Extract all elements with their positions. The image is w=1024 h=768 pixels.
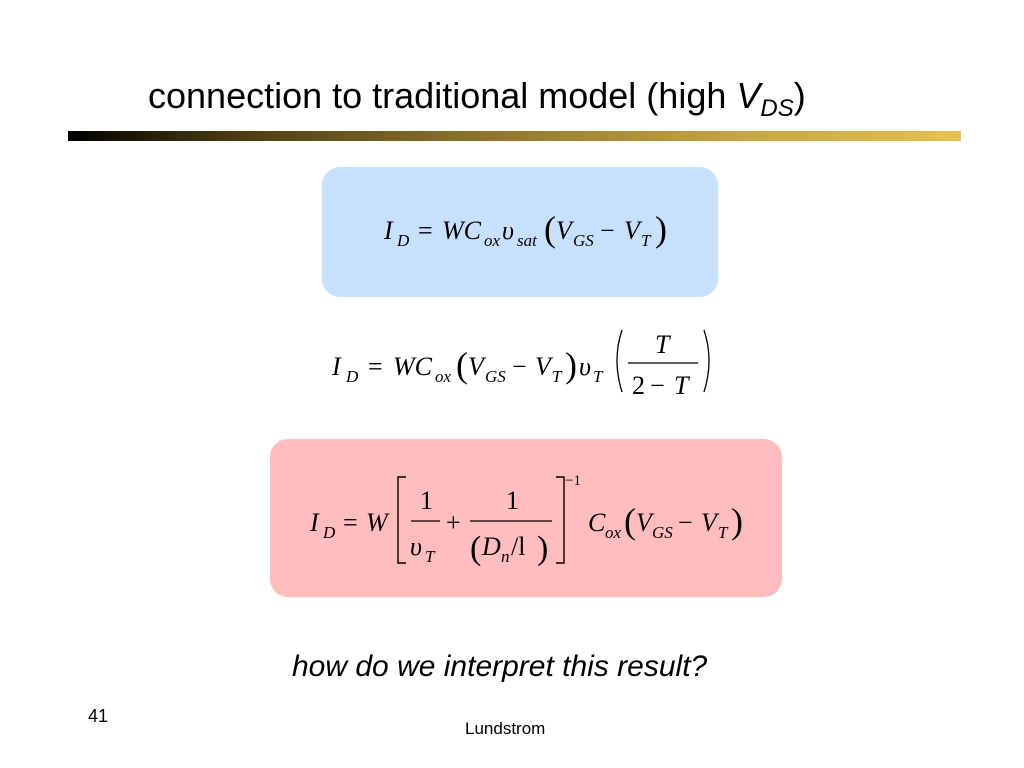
eq1-T: T — [641, 231, 652, 250]
eq3-Tsub: T — [425, 547, 436, 566]
eq3-V2: V — [701, 508, 720, 537]
eq2-GS: GS — [485, 367, 506, 386]
eq1-right-paren: ) — [655, 209, 667, 249]
eq3-T: T — [718, 523, 729, 542]
eq1-equals: = — [418, 216, 433, 245]
question-text: how do we interpret this result? — [292, 650, 708, 683]
eq2-Tsub: T — [593, 367, 604, 386]
eq3-minus: − — [678, 508, 693, 537]
eq2-left-paren: ( — [456, 345, 468, 385]
eq2-WC: WC — [393, 352, 433, 381]
eq1-GS: GS — [573, 231, 594, 250]
eq3-right-paren: ) — [731, 501, 743, 541]
eq1-left-paren: ( — [544, 209, 556, 249]
eq3-I: I — [309, 508, 320, 537]
eq3-left-bracket — [397, 476, 406, 564]
eq2-I: I — [331, 352, 342, 381]
eq3-slash-l: /l — [511, 532, 525, 561]
eq3-ox: ox — [605, 523, 622, 542]
eq3-one-b: 1 — [506, 486, 519, 515]
eq3-exponent: −1 — [565, 473, 581, 489]
author-footer: Lundstrom — [465, 719, 546, 738]
eq3-equals: = — [343, 508, 358, 537]
eq2-right-paren: ) — [565, 345, 577, 385]
eq1-upsilon: υ — [502, 216, 514, 245]
eq1-D: D — [396, 231, 410, 250]
eq3-plus: + — [446, 508, 461, 537]
eq3-one-a: 1 — [420, 486, 433, 515]
eq2-den-two: 2 — [632, 371, 645, 400]
eq3-inner-right-paren: ) — [537, 530, 548, 567]
eq2-big-right-paren — [703, 329, 710, 393]
eq2-minus: − — [512, 352, 527, 381]
eq1-V2: V — [624, 216, 643, 245]
eq2-V1: V — [468, 352, 487, 381]
equation-box-pink — [270, 439, 782, 597]
title-ds-subscript: DS — [760, 95, 794, 122]
eq1-minus: − — [600, 216, 615, 245]
slide-number: 41 — [88, 706, 109, 726]
title-text: connection to traditional model (high — [148, 75, 737, 116]
eq2-T: T — [552, 367, 563, 386]
title-divider-bar — [68, 131, 961, 141]
eq2-den-T: T — [674, 371, 690, 400]
equation-2: I D = WC ox ( V GS − V T ) υ T T 2 − T — [331, 329, 710, 400]
eq2-upsilon: υ — [579, 352, 591, 381]
eq2-ox: ox — [435, 367, 452, 386]
equation-1: I D = WC ox υ sat ( V GS − V T ) — [383, 209, 667, 250]
title-v-symbol: V — [736, 75, 761, 116]
eq1-I: I — [383, 216, 394, 245]
eq3-n: n — [501, 547, 510, 566]
eq2-big-left-paren — [616, 329, 623, 393]
eq2-V2: V — [535, 352, 554, 381]
slide-title: connection to traditional model (high VD… — [148, 74, 806, 131]
eq3-inner-left-paren: ( — [470, 530, 481, 567]
equation-3: I D = W 1 υ T + 1 ( D n /l ) −1 C ox ( V… — [309, 473, 743, 567]
eq3-Dn: D — [481, 532, 501, 561]
eq3-right-bracket — [556, 476, 565, 564]
eq3-upsilon: υ — [410, 532, 422, 561]
eq2-equals: = — [368, 352, 383, 381]
eq1-WC: WC — [442, 216, 482, 245]
eq2-numerator: T — [655, 330, 671, 359]
eq1-ox: ox — [484, 231, 501, 250]
eq3-left-paren: ( — [624, 501, 636, 541]
equation-box-blue — [322, 167, 718, 297]
eq3-D: D — [322, 523, 336, 542]
eq3-GS: GS — [652, 523, 673, 542]
eq1-V1: V — [556, 216, 575, 245]
eq3-W: W — [366, 508, 390, 537]
eq2-den-minus: − — [650, 371, 665, 400]
eq3-V1: V — [636, 508, 655, 537]
eq3-C: C — [588, 508, 606, 537]
eq2-D: D — [345, 367, 359, 386]
title-close-paren: ) — [793, 75, 806, 116]
eq1-sat: sat — [517, 231, 538, 250]
